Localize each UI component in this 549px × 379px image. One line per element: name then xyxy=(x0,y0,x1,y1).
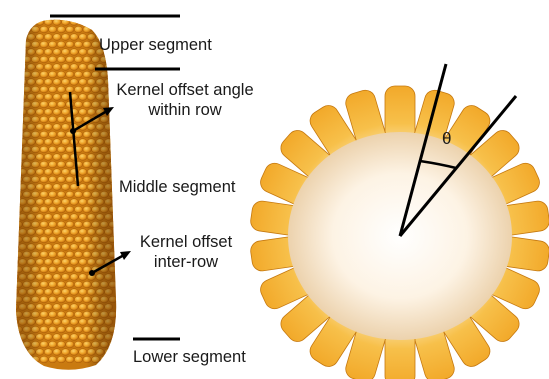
kernel-offset-angle-label: Kernel offset angle within row xyxy=(100,80,270,120)
kernel-offset-inter-line2: inter-row xyxy=(130,252,242,272)
angle-pointer-dot xyxy=(70,128,76,134)
corn-kernel xyxy=(19,19,27,26)
corn-kernel xyxy=(10,349,18,356)
corn-kernel xyxy=(10,244,18,251)
corn-kernel xyxy=(10,19,18,26)
corn-kernel xyxy=(10,184,18,191)
corn-kernel xyxy=(14,26,22,33)
corn-kernel xyxy=(10,274,18,281)
kernel-offset-inter-line1: Kernel offset xyxy=(130,232,242,252)
kernel-offset-angle-line2: within row xyxy=(100,100,270,120)
corn-kernel xyxy=(14,101,22,108)
corn-kernel xyxy=(10,34,18,41)
theta-symbol: θ xyxy=(442,129,451,149)
inter-row-pointer-dot xyxy=(89,270,95,276)
corn-kernel xyxy=(10,229,18,236)
corn-ear-image xyxy=(10,19,117,370)
corn-kernel xyxy=(10,109,18,116)
corn-kernel xyxy=(14,116,22,123)
corn-kernel xyxy=(10,64,18,71)
corn-kernel xyxy=(14,161,22,168)
corn-kernel xyxy=(14,146,22,153)
corn-kernel xyxy=(14,356,22,363)
corn-kernel xyxy=(10,79,18,86)
corn-kernel xyxy=(27,19,35,26)
corn-kernel xyxy=(10,49,18,56)
upper-segment-label: Upper segment xyxy=(99,35,212,55)
corn-kernel xyxy=(10,154,18,161)
corn-kernel xyxy=(10,214,18,221)
corn-kernel xyxy=(10,169,18,176)
corn-kernel xyxy=(10,139,18,146)
corn-kernel xyxy=(10,259,18,266)
corn-kernel xyxy=(14,41,22,48)
corn-kernel xyxy=(14,56,22,63)
corn-kernel xyxy=(14,86,22,93)
corn-kernel xyxy=(105,19,113,26)
corn-kernel xyxy=(14,71,22,78)
middle-segment-label: Middle segment xyxy=(119,177,235,197)
corn-kernel xyxy=(19,349,27,356)
lower-segment-label: Lower segment xyxy=(133,347,246,367)
corn-kernel xyxy=(87,19,95,26)
corn-kernel xyxy=(10,94,18,101)
corn-kernel xyxy=(23,356,31,363)
corn-kernel xyxy=(109,26,117,33)
corn-kernel xyxy=(109,71,117,78)
corn-kernel xyxy=(10,334,18,341)
kernel-offset-inter-row-label: Kernel offset inter-row xyxy=(130,232,242,272)
corn-kernel xyxy=(10,199,18,206)
corn-kernel xyxy=(10,124,18,131)
corn-kernel xyxy=(109,56,117,63)
corn-kernel xyxy=(96,19,104,26)
corn-kernel xyxy=(100,26,108,33)
corn-kernel xyxy=(109,356,117,363)
corn-kernel xyxy=(19,34,27,41)
kernel-offset-angle-line1: Kernel offset angle xyxy=(100,80,270,100)
corn-kernel xyxy=(14,131,22,138)
corn-cross-section-image xyxy=(249,86,549,379)
corn-kernel xyxy=(14,341,22,348)
